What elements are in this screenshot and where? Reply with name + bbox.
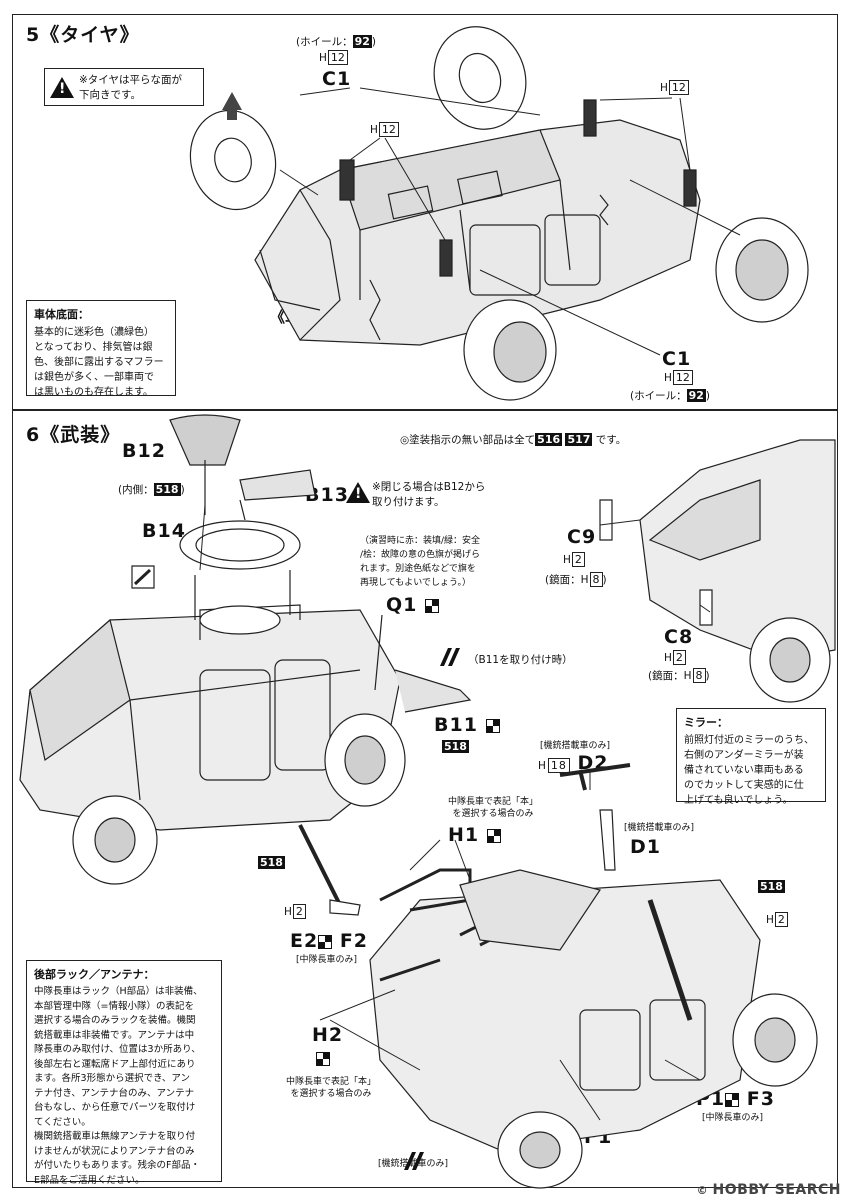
paint-flag-icon [725, 1092, 740, 1107]
rack-antenna-note: 後部ラック／アンテナ： 中隊長車はラック（H部品）は非装備、 本部管理中隊（=情… [26, 960, 222, 1186]
step-5-title: 5《タイヤ》 [26, 24, 140, 46]
turret-ring-drawing [170, 415, 315, 634]
vehicle-chassis-drawing [255, 100, 700, 345]
b12-inner-label: (内側：518) [118, 483, 185, 496]
up-arrow-icon [222, 92, 242, 120]
mg-only-label-2: [機銃搭載車のみ] [624, 823, 695, 833]
decal-icon [404, 1152, 424, 1170]
tire-warning-box: ※タイヤは平らな面が 下向きです。 [44, 68, 204, 106]
e2-f2-note: [中隊長車のみ] [296, 955, 358, 965]
warning-icon [50, 77, 74, 98]
vehicle-rack-drawing [300, 765, 817, 1188]
tire-warning-text: ※タイヤは平らな面が 下向きです。 [79, 74, 182, 101]
q1-label: Q1 [386, 594, 439, 616]
paint-flag-icon [425, 598, 439, 613]
paint-flag-icon [486, 828, 501, 843]
h2-label: H2 [312, 1024, 344, 1046]
d1-label: D1 [630, 836, 661, 858]
h2-note: 中隊長車で表記「本」 を選択する場合のみ [286, 1077, 377, 1099]
paint-brush-icon [132, 566, 154, 588]
wheel-label-bottom: (ホイール：92) [630, 389, 711, 402]
flag-note: （演習時に赤：装填/緑：安全 /桧：故障の意の色旗が掲げら れます。別途色紙など… [360, 536, 481, 588]
e2-f2-label: E2 F2 [290, 930, 369, 952]
mg-only-label-1: [機銃搭載車のみ] [540, 741, 611, 751]
c8-label: C8 [664, 626, 694, 648]
b12-label: B12 [122, 440, 166, 462]
underbody-note-title: 車体底面： [34, 308, 89, 321]
antenna-paint: 518 [258, 856, 285, 869]
paint-flag-icon [318, 934, 333, 949]
vehicle-rear-drawing [600, 440, 835, 702]
underbody-note-body: 基本的に迷彩色（濃緑色） となっており、排気管は銀 色、後部に露出するマフラー … [34, 327, 164, 398]
b11-paint: 518 [442, 740, 469, 753]
paint-flag-icon [316, 1052, 330, 1066]
c1-label-top: C1 [322, 68, 352, 90]
underbody-note: 車体底面： 基本的に迷彩色（濃緑色） となっており、排気管は銀 色、後部に露出す… [26, 300, 176, 398]
b13-label: B13 [305, 484, 349, 506]
b13-warning-icon [346, 482, 370, 503]
rack-antenna-note-body: 中隊長車はラック（H部品）は非装備、 本部管理中隊（=情報小隊）の表記を 選択す… [34, 986, 203, 1186]
p1-f3-note: [中隊長車のみ] [702, 1113, 764, 1123]
c9-label: C9 [567, 526, 597, 548]
vehicle-front-drawing [20, 605, 405, 884]
leader-lines-6 [200, 470, 710, 1120]
watermark-logo: © HOBBY SEARCH [696, 1182, 841, 1198]
mirror-note: ミラー： 前照灯付近のミラーのうち、 右側のアンダーミラーが装 備されていない車… [676, 708, 826, 806]
right-paint: 518 [758, 880, 785, 893]
wheel-label-top: (ホイール：92) [296, 35, 377, 48]
tire-drawings [179, 14, 808, 400]
b11-label: B11 [434, 714, 500, 736]
leader-lines [280, 88, 740, 355]
b13-note: ※閉じる場合はB12から 取り付けます。 [372, 481, 486, 508]
paint-flag-icon [485, 718, 500, 733]
step-5-panel [12, 14, 838, 410]
b11-attach-note: （B11を取り付け時） [468, 654, 573, 666]
c1-label-bottom: C1 [662, 348, 692, 370]
step-6-panel [12, 410, 838, 1188]
decal-icon [440, 648, 460, 666]
step-6-title: 6《武装》 [26, 424, 121, 446]
b14-label: B14 [142, 520, 186, 542]
h1-note: 中隊長車で表記「本」 を選択する場合のみ [448, 797, 539, 819]
mirror-note-title: ミラー： [684, 716, 728, 729]
mirror-note-body: 前照灯付近のミラーのうち、 右側のアンダーミラーが装 備されていない車両もある … [684, 735, 814, 806]
mg-only-label-3: [機銃搭載車のみ] [378, 1159, 449, 1169]
antenna-mount-drawing [375, 615, 470, 712]
rack-antenna-note-title: 後部ラック／アンテナ： [34, 968, 155, 981]
